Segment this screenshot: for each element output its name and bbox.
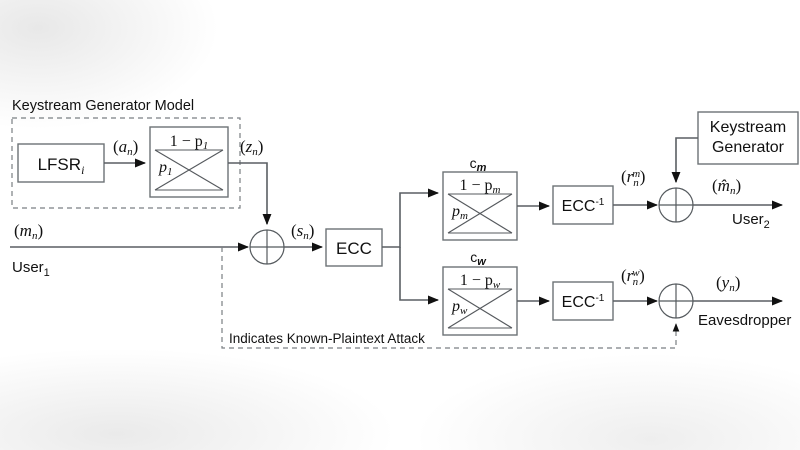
lfsr-block-label: LFSRi — [38, 155, 85, 177]
ecc-inverse-main-label: ECC-1 — [562, 197, 605, 215]
bsc-keystream-cross-up — [154, 149, 224, 191]
known-plaintext-attack-legend: Indicates Known-Plaintext Attack — [229, 331, 425, 346]
bsc-keystream-top-label: 1 − p1 — [170, 133, 209, 152]
bsc-wiretap-bottom-label: pw — [451, 298, 468, 317]
ecc-inverse-main-block — [552, 185, 614, 225]
bsc-wiretap-top-label: 1 − pw — [460, 272, 501, 291]
channel-main-name: cm — [470, 155, 487, 174]
ecc-encoder-label: ECC — [336, 239, 372, 258]
keystream-generator-line2: Generator — [712, 139, 785, 156]
known-plaintext-attack-path — [221, 247, 680, 349]
actor-user1-label: User1 — [12, 259, 50, 279]
signal-m-n: (mn) — [14, 221, 43, 242]
bsc-keystream-bottom-label: p1 — [158, 159, 173, 178]
bsc-main-top-label: 1 − pm — [460, 177, 501, 196]
keystream-generator-line1: Keystream — [710, 119, 786, 136]
channel-wiretap-name: cw — [470, 249, 487, 268]
actor-eavesdropper-label: Eavesdropper — [698, 312, 791, 329]
signal-m-hat-n: (m̂n) — [712, 176, 741, 197]
wire-keystream-generator-to-xor-user2 — [671, 137, 698, 184]
signal-a-n: (an) — [113, 137, 138, 158]
bsc-main-bottom-label: pm — [451, 203, 468, 222]
bsc-main-cross-up — [447, 193, 513, 234]
wire-ecc-to-bsc-wire — [399, 247, 440, 305]
signal-s-n: (sn) — [291, 221, 314, 242]
signal-y-n: (yn) — [716, 273, 740, 294]
bsc-wiretap-cross-up — [447, 288, 513, 329]
wire-keystream-to-xor — [228, 162, 272, 226]
signal-z-n: (zn) — [240, 137, 263, 158]
lfsr-block — [17, 143, 105, 183]
ecc-inverse-wiretap-label: ECC-1 — [562, 293, 605, 311]
keystream-generator-model-label: Keystream Generator Model — [12, 98, 194, 114]
actor-user2-label: User2 — [732, 211, 770, 231]
xor-eavesdropper — [658, 283, 694, 319]
xor-encrypt — [249, 229, 285, 265]
xor-decrypt-user2 — [658, 187, 694, 223]
wire-ecc-to-bsc-main — [382, 188, 440, 248]
ecc-encoder-block — [325, 228, 383, 267]
